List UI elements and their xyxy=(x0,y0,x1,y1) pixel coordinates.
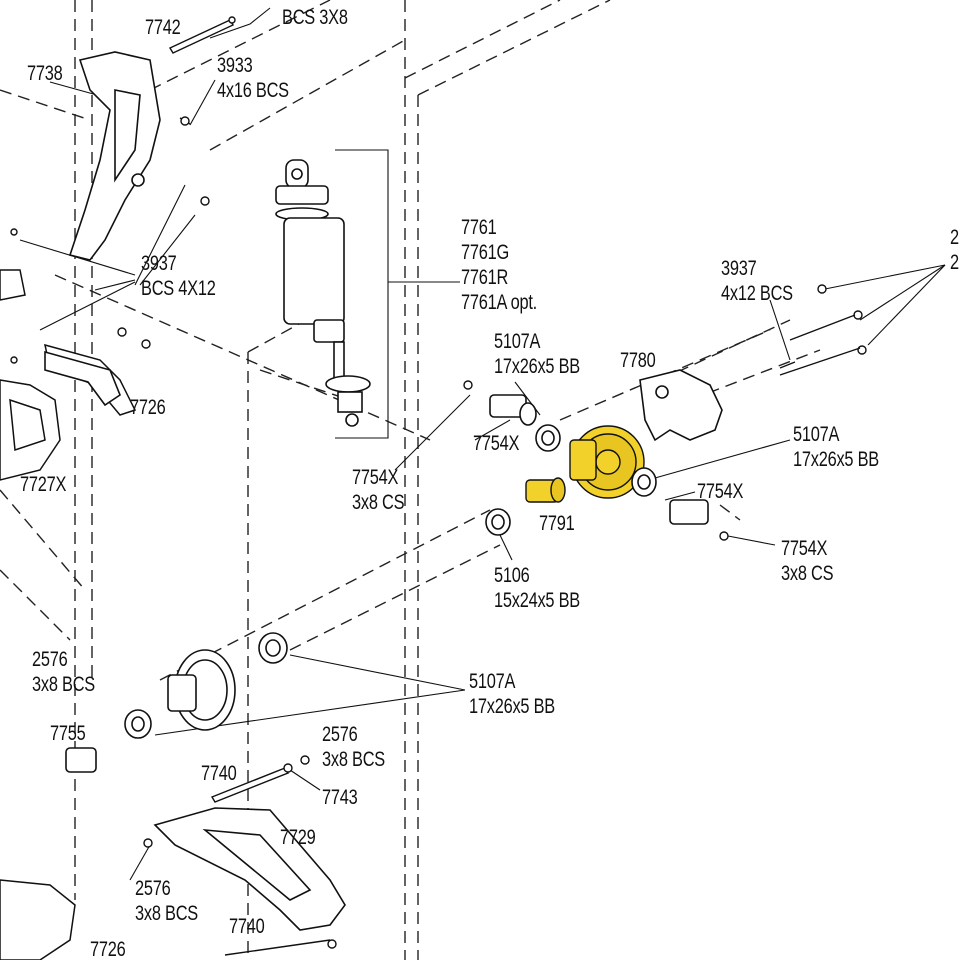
suspension-tower-upper xyxy=(68,51,161,261)
callout-5106: 5106 15x24x5 BB xyxy=(494,564,580,612)
callout-7743: 7743 xyxy=(322,786,358,809)
diff-housing-7780 xyxy=(639,369,723,442)
callout-2-edge: 2 2 xyxy=(950,226,959,274)
callout-5107a-top: 5107A 17x26x5 BB xyxy=(494,330,580,378)
callout-7729: 7729 xyxy=(280,826,316,849)
bearings-and-output-right xyxy=(485,467,709,536)
spacer-plate xyxy=(44,350,121,407)
callout-7791: 7791 xyxy=(539,512,575,535)
callout-3933: 3933 4x16 BCS xyxy=(217,54,289,102)
callout-7727x: 7727X xyxy=(20,473,67,496)
callout-7754x-cs-left: 7754X 3x8 CS xyxy=(352,466,405,514)
callout-7726-top: 7726 xyxy=(130,396,166,419)
callout-5107a-right: 5107A 17x26x5 BB xyxy=(793,423,879,471)
shock-absorber xyxy=(275,159,371,427)
callout-7780: 7780 xyxy=(620,349,656,372)
callout-2576-mid: 2576 3x8 BCS xyxy=(322,723,386,771)
callout-7740-b: 7740 xyxy=(229,915,265,938)
callout-2576-bottom: 2576 3x8 BCS xyxy=(135,877,199,925)
lower-suspension-arm xyxy=(153,807,346,931)
callout-2576-left: 2576 3x8 BCS xyxy=(32,648,96,696)
callout-bcs3x8-top: BCS 3X8 xyxy=(282,6,348,29)
output-cup-left xyxy=(489,394,561,452)
callout-7754x-cs-right: 7754X 3x8 CS xyxy=(781,537,834,585)
callout-7754x-a: 7754X xyxy=(473,432,520,455)
spur-gear-assembly xyxy=(65,632,288,773)
callout-7761: 7761 7761G 7761R 7761A opt. xyxy=(461,216,538,314)
callout-7726-bottom: 7726 xyxy=(90,938,126,960)
screws-and-pins xyxy=(10,16,867,956)
callout-7738: 7738 xyxy=(27,62,63,85)
differential-highlighted xyxy=(525,425,645,503)
callout-7755: 7755 xyxy=(50,722,86,745)
callout-7740-a: 7740 xyxy=(201,762,237,785)
callout-3937-left: 3937 BCS 4X12 xyxy=(141,252,216,300)
callout-7754x-b: 7754X xyxy=(697,480,744,503)
leader-lines xyxy=(19,7,946,881)
callout-3937-right: 3937 4x12 BCS xyxy=(721,257,793,305)
callout-5107a-bottom: 5107A 17x26x5 BB xyxy=(469,670,555,718)
callout-7742: 7742 xyxy=(145,16,181,39)
